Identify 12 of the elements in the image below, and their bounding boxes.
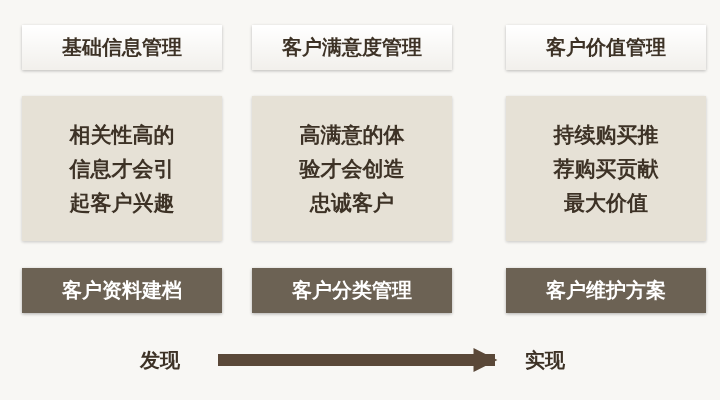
heading-box: 客户满意度管理	[252, 25, 452, 70]
heading-box: 客户价值管理	[506, 25, 706, 70]
stage-label: 发现	[130, 342, 190, 378]
description-box: 相关性高的信息才会引起客户兴趣	[22, 96, 222, 241]
arrow	[218, 348, 498, 372]
category-band: 客户资料建档	[22, 268, 222, 313]
category-band: 客户维护方案	[506, 268, 706, 313]
description-box: 持续购买推荐购买贡献最大价值	[506, 96, 706, 241]
description-box: 高满意的体验才会创造忠诚客户	[252, 96, 452, 241]
heading-box: 基础信息管理	[22, 25, 222, 70]
stage-label: 实现	[515, 342, 575, 378]
category-band: 客户分类管理	[252, 268, 452, 313]
